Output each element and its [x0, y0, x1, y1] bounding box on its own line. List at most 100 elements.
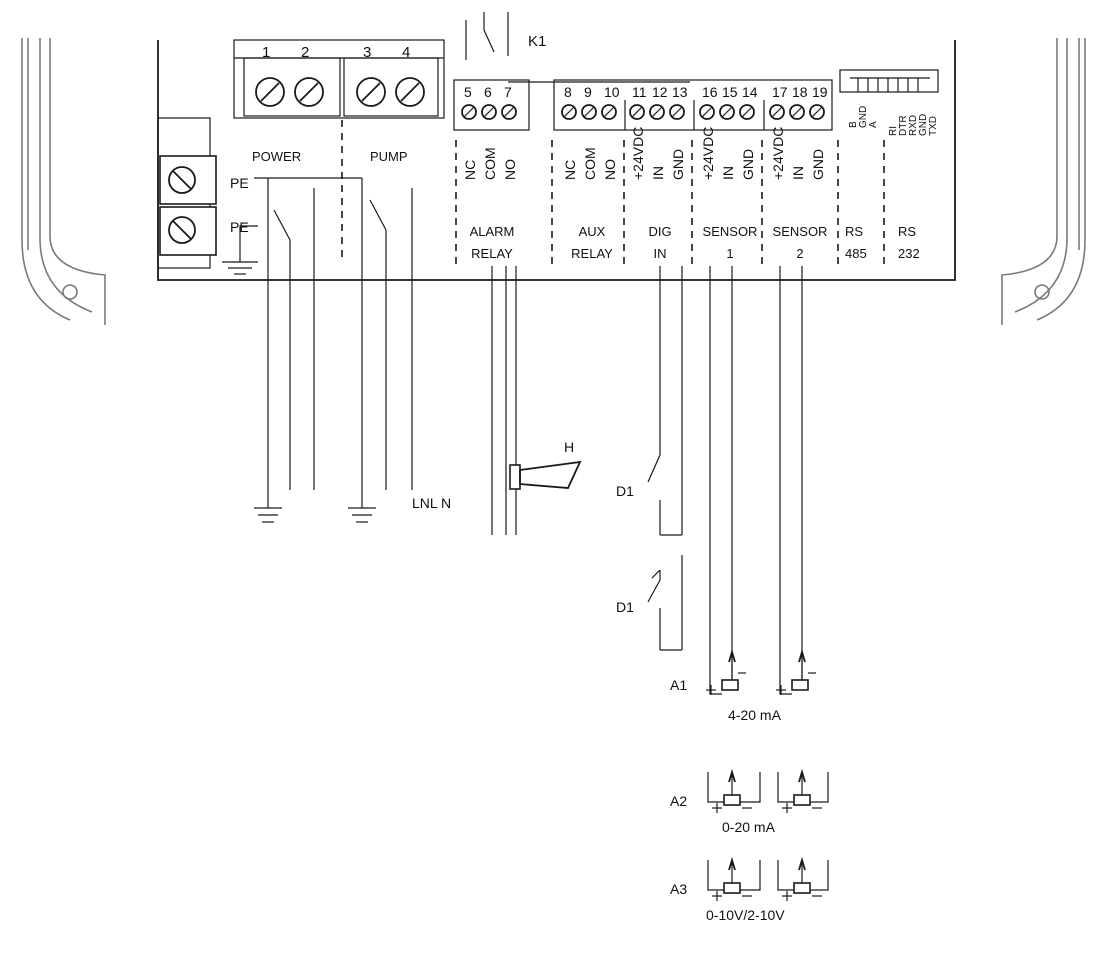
- terminal-number-5: 5: [464, 84, 472, 100]
- terminal-number-6: 6: [484, 84, 492, 100]
- screw-terminal-icon: [255, 77, 285, 107]
- screw-terminal-icon: [481, 104, 497, 120]
- relay-k1-label: K1: [528, 33, 546, 50]
- signal-com-aux-relay: COM: [582, 147, 598, 180]
- pump-label: PUMP: [370, 149, 408, 164]
- screw-terminal-icon: [581, 104, 597, 120]
- signal-no-alarm-relay: NO: [502, 159, 518, 180]
- rs485-pin-gnd: GND: [858, 106, 869, 128]
- terminal-number-19: 19: [812, 84, 828, 100]
- horn-label: H: [564, 439, 574, 455]
- screw-terminal-icon: [356, 77, 386, 107]
- group-label-alarm-relay-1: ALARM: [470, 224, 515, 239]
- signal-gnd-sensor-2: GND: [810, 149, 826, 180]
- rs485-pin-b: B: [848, 121, 859, 128]
- terminal-number-1: 1: [262, 44, 270, 61]
- power-pump-wiring: [254, 177, 413, 490]
- horn-icon: [509, 460, 582, 490]
- screw-terminal-icon: [501, 104, 517, 120]
- terminal-number-16: 16: [702, 84, 718, 100]
- terminal-number-13: 13: [672, 84, 688, 100]
- power-pump-terminal-block: [233, 39, 445, 119]
- rs232-label-line1: RS: [898, 224, 916, 239]
- signal-in-sensor-2: IN: [790, 166, 806, 180]
- terminal-number-9: 9: [584, 84, 592, 100]
- digital-input-label-2: D1: [616, 599, 634, 615]
- terminal-number-18: 18: [792, 84, 808, 100]
- sensor-option-a1-id: A1: [670, 677, 687, 693]
- screw-terminal-icon: [629, 104, 645, 120]
- rs232-label-line2: 232: [898, 246, 920, 261]
- rs485-label-line2: 485: [845, 246, 867, 261]
- group-label-dig-in-2: IN: [654, 246, 667, 261]
- terminal-number-17: 17: [772, 84, 788, 100]
- group-label-aux-relay-2: RELAY: [571, 246, 613, 261]
- signal-no-aux-relay: NO: [602, 159, 618, 180]
- rs485-pin-a: A: [868, 121, 879, 128]
- group-label-alarm-relay-2: RELAY: [471, 246, 513, 261]
- pe-terminal-block: [157, 117, 217, 269]
- signal-gnd-dig-in: GND: [670, 149, 686, 180]
- screw-terminal-icon: [789, 104, 805, 120]
- sensor-a3-0-10v: [707, 856, 829, 901]
- rs232-pin-gnd: GND: [918, 114, 929, 136]
- field-wiring: [491, 266, 803, 680]
- sensor-option-a1-signal: 4-20 mA: [728, 707, 782, 723]
- serial-connector-icon: [839, 69, 939, 93]
- pe-label-2: PE: [230, 219, 249, 235]
- sensor-a1-4-20ma: [706, 648, 816, 695]
- terminal-number-4: 4: [402, 44, 410, 61]
- terminal-number-3: 3: [363, 44, 371, 61]
- sensor-a2-0-20ma: [707, 768, 829, 813]
- screw-terminal-icon: [719, 104, 735, 120]
- rs485-label-line1: RS: [845, 224, 863, 239]
- terminal-row-frame: [453, 79, 833, 131]
- left-mounting-bracket: [21, 38, 106, 325]
- supply-label: LNL N: [412, 495, 451, 511]
- sensor-option-a3-id: A3: [670, 881, 687, 897]
- group-label-dig-in-1: DIG: [648, 224, 671, 239]
- pe-label-1: PE: [230, 175, 249, 191]
- relay-k1-contact-icon: [465, 12, 690, 83]
- signal-24vdc-sensor-2: +24VDC: [770, 127, 786, 180]
- ground-icon: [254, 490, 282, 523]
- terminal-number-8: 8: [564, 84, 572, 100]
- mounting-hole-icon: [1034, 284, 1050, 300]
- screw-terminal-icon: [699, 104, 715, 120]
- screw-terminal-icon: [561, 104, 577, 120]
- mounting-hole-icon: [62, 284, 78, 300]
- signal-gnd-sensor-1: GND: [740, 149, 756, 180]
- group-label-aux-relay-1: AUX: [579, 224, 606, 239]
- signal-nc-aux-relay: NC: [562, 160, 578, 180]
- sensor-option-a3-signal: 0-10V/2-10V: [706, 907, 785, 923]
- signal-in-dig-in: IN: [650, 166, 666, 180]
- ground-icon: [348, 490, 376, 523]
- screw-terminal-icon: [294, 77, 324, 107]
- power-label: POWER: [252, 149, 301, 164]
- signal-in-sensor-1: IN: [720, 166, 736, 180]
- terminal-number-10: 10: [604, 84, 620, 100]
- terminal-number-15: 15: [722, 84, 738, 100]
- screw-terminal-icon: [809, 104, 825, 120]
- screw-terminal-icon: [461, 104, 477, 120]
- signal-nc-alarm-relay: NC: [462, 160, 478, 180]
- signal-com-alarm-relay: COM: [482, 147, 498, 180]
- signal-24vdc-sensor-1: +24VDC: [700, 127, 716, 180]
- chassis-ground-icon: [222, 225, 258, 275]
- screw-terminal-icon: [601, 104, 617, 120]
- terminal-number-2: 2: [301, 44, 309, 61]
- screw-terminal-icon: [168, 216, 196, 244]
- sensor-option-a2-id: A2: [670, 793, 687, 809]
- rs232-pin-rxd: RXD: [908, 115, 919, 136]
- digital-input-label-1: D1: [616, 483, 634, 499]
- rs232-pin-txd: TXD: [928, 116, 939, 136]
- rs232-pin-dtr: DTR: [898, 115, 909, 136]
- group-label-sensor-1-1: SENSOR: [703, 224, 758, 239]
- screw-terminal-icon: [168, 166, 196, 194]
- rs232-pin-ri: RI: [888, 126, 899, 136]
- screw-terminal-icon: [669, 104, 685, 120]
- sensor-option-a2-signal: 0-20 mA: [722, 819, 776, 835]
- screw-terminal-icon: [649, 104, 665, 120]
